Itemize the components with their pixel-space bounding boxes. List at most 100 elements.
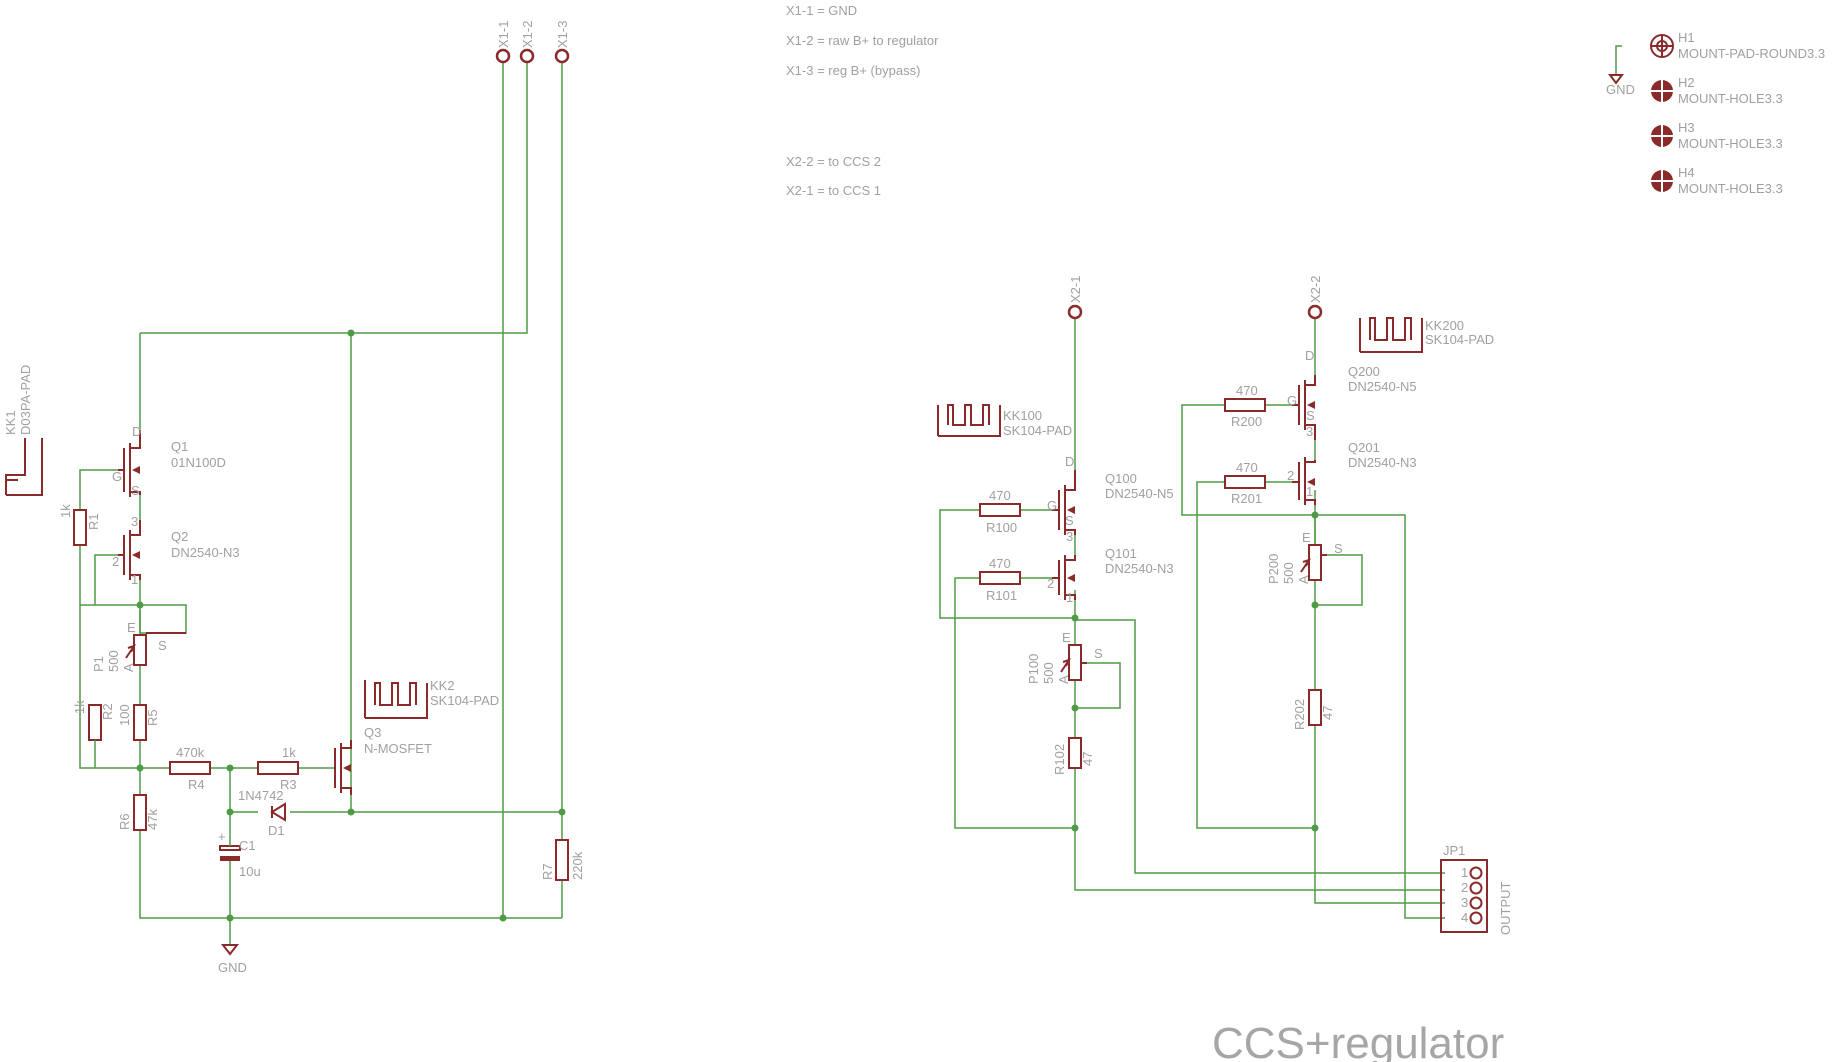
h3-mount-hole: H3 MOUNT-HOLE3.3 <box>1651 120 1783 151</box>
svg-text:47k: 47k <box>145 809 160 830</box>
svg-text:R3: R3 <box>280 777 297 792</box>
svg-text:470: 470 <box>1236 383 1258 398</box>
svg-text:R5: R5 <box>145 709 160 726</box>
svg-text:R101: R101 <box>986 588 1017 603</box>
svg-text:H2: H2 <box>1678 75 1695 90</box>
r200-resistor: 470 R200 <box>1224 383 1266 429</box>
d1-diode: 1N4742 D1 <box>238 788 286 838</box>
kk200-heatsink: KK200 SK104-PAD <box>1359 317 1494 353</box>
svg-text:500: 500 <box>1281 562 1296 584</box>
note-5: X2-1 = to CCS 1 <box>786 183 881 198</box>
svg-text:MOUNT-HOLE3.3: MOUNT-HOLE3.3 <box>1678 91 1783 106</box>
svg-text:P100: P100 <box>1026 654 1041 684</box>
q1-mosfet: D G S Q1 01N100D <box>112 424 226 498</box>
c1-capacitor: + C1 10u <box>218 829 261 880</box>
svg-text:47: 47 <box>1320 706 1335 720</box>
svg-text:S: S <box>1065 513 1074 528</box>
svg-text:D: D <box>132 424 141 439</box>
svg-text:JP1: JP1 <box>1443 843 1465 858</box>
svg-text:1k: 1k <box>72 700 87 714</box>
r102-resistor: R102 47 <box>1052 737 1095 775</box>
svg-text:1: 1 <box>1461 865 1468 880</box>
svg-text:3: 3 <box>1461 895 1468 910</box>
svg-text:2: 2 <box>1287 468 1294 483</box>
r202-resistor: R202 47 <box>1292 689 1335 730</box>
q2-mosfet: 3 2 1 Q2 DN2540-N3 <box>112 514 240 587</box>
svg-text:E: E <box>1062 630 1071 645</box>
svg-text:S: S <box>131 483 140 498</box>
svg-text:500: 500 <box>1041 662 1056 684</box>
h2-mount-hole: H2 MOUNT-HOLE3.3 <box>1651 75 1783 106</box>
kk100-heatsink: KK100 SK104-PAD <box>937 404 1072 438</box>
svg-text:N-MOSFET: N-MOSFET <box>364 741 432 756</box>
svg-text:10u: 10u <box>239 864 261 879</box>
p200-potentiometer: E S A P200 500 <box>1266 530 1343 584</box>
svg-text:DN2540-N5: DN2540-N5 <box>1105 486 1174 501</box>
wires-left <box>79 60 563 945</box>
r3-resistor: 1k R3 <box>257 745 299 792</box>
svg-text:D1: D1 <box>268 823 285 838</box>
svg-text:R1: R1 <box>86 513 101 530</box>
svg-text:KK2: KK2 <box>430 678 455 693</box>
svg-text:R202: R202 <box>1292 699 1307 730</box>
svg-text:Q201: Q201 <box>1348 440 1380 455</box>
svg-text:S: S <box>158 638 167 653</box>
schematic-title: CCS+regulator <box>1212 1019 1504 1062</box>
svg-text:SK104-PAD: SK104-PAD <box>1425 332 1494 347</box>
svg-text:R7: R7 <box>540 863 555 880</box>
svg-text:SK104-PAD: SK104-PAD <box>430 693 499 708</box>
svg-text:500: 500 <box>106 650 121 672</box>
svg-text:R6: R6 <box>117 813 132 830</box>
svg-text:P200: P200 <box>1266 554 1281 584</box>
x2-1-pad: X2-1 <box>1067 276 1083 320</box>
svg-text:KK1: KK1 <box>3 410 18 435</box>
q200-mosfet: D G S 3 Q200 DN2540-N5 <box>1287 348 1417 440</box>
svg-text:GND: GND <box>218 960 247 975</box>
p100-potentiometer: E S A P100 500 <box>1026 630 1103 684</box>
svg-text:Q3: Q3 <box>364 725 381 740</box>
note-1: X1-1 = GND <box>786 3 857 18</box>
svg-text:D: D <box>1065 454 1074 469</box>
note-2: X1-2 = raw B+ to regulator <box>786 33 939 48</box>
svg-text:Q101: Q101 <box>1105 546 1137 561</box>
svg-text:470: 470 <box>989 556 1011 571</box>
r101-resistor: 470 R101 <box>979 556 1021 603</box>
svg-text:DN2540-N3: DN2540-N3 <box>1105 561 1174 576</box>
svg-text:R102: R102 <box>1052 744 1067 775</box>
q3-mosfet: Q3 N-MOSFET <box>334 725 432 795</box>
r2-resistor: 1k R2 <box>72 700 115 768</box>
svg-text:H1: H1 <box>1678 30 1695 45</box>
gnd-symbol: GND <box>218 944 247 975</box>
svg-text:G: G <box>1047 498 1057 513</box>
svg-text:E: E <box>1302 530 1311 545</box>
svg-text:1: 1 <box>1306 484 1313 499</box>
x1-3-pad: X1-3 <box>554 21 570 64</box>
svg-text:X1-1: X1-1 <box>496 21 511 48</box>
svg-text:S: S <box>1094 646 1103 661</box>
jp1-connector: 1 2 3 4 JP1 OUTPUT <box>1440 843 1513 936</box>
svg-text:DN2540-N5: DN2540-N5 <box>1348 379 1417 394</box>
svg-text:P1: P1 <box>91 656 106 672</box>
svg-text:01N100D: 01N100D <box>171 455 226 470</box>
svg-text:470: 470 <box>1236 460 1258 475</box>
wires-right <box>939 318 1445 919</box>
svg-text:R100: R100 <box>986 520 1017 535</box>
kk2-heatsink: KK2 SK104-PAD <box>364 678 499 719</box>
svg-text:X1-3: X1-3 <box>555 21 570 48</box>
x1-1-pad: X1-1 <box>495 21 511 64</box>
svg-text:3: 3 <box>1066 529 1073 544</box>
svg-text:OUTPUT: OUTPUT <box>1498 882 1513 936</box>
svg-text:MOUNT-HOLE3.3: MOUNT-HOLE3.3 <box>1678 181 1783 196</box>
svg-text:GND: GND <box>1606 82 1635 97</box>
svg-text:2: 2 <box>112 554 119 569</box>
svg-text:R2: R2 <box>100 703 115 720</box>
svg-text:+: + <box>218 829 226 844</box>
svg-text:1N4742: 1N4742 <box>238 788 284 803</box>
kk1-heatsink: KK1 D03PA-PAD <box>3 365 43 496</box>
svg-text:DN2540-N3: DN2540-N3 <box>171 545 240 560</box>
svg-text:1: 1 <box>1066 590 1073 605</box>
x1-2-pad: X1-2 <box>519 21 535 64</box>
r201-resistor: 470 R201 <box>1224 460 1266 506</box>
svg-text:X2-1: X2-1 <box>1068 276 1083 303</box>
